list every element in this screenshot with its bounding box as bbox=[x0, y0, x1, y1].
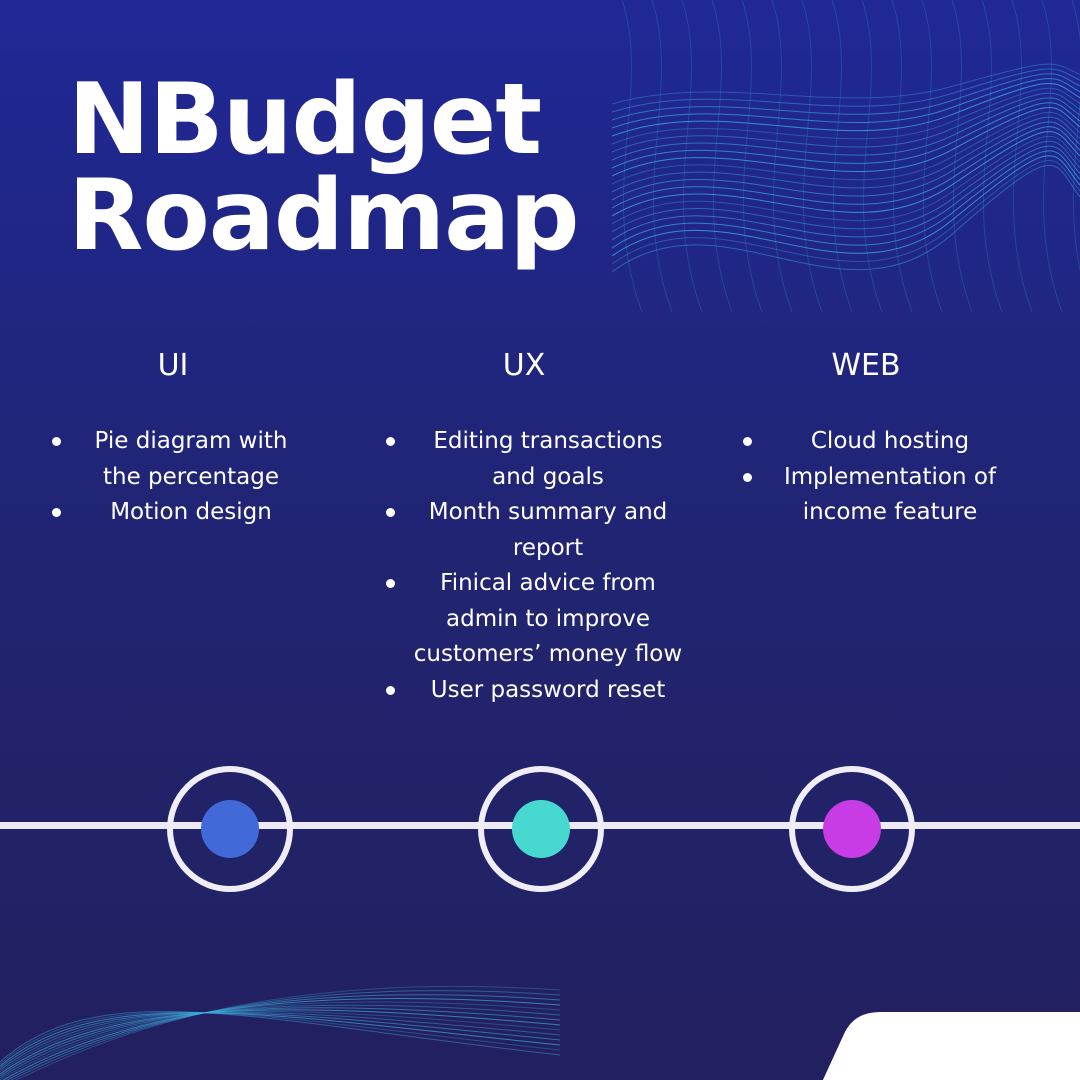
list-item: Implementation of income feature bbox=[743, 460, 1037, 531]
wave-line bbox=[612, 87, 1080, 145]
wave-line bbox=[612, 145, 1080, 241]
wave-line bbox=[861, 0, 883, 312]
wave-line bbox=[10, 990, 560, 1080]
list-item-line: Cloud hosting bbox=[810, 428, 970, 454]
wave-line bbox=[612, 102, 1080, 169]
bullet-icon bbox=[386, 579, 395, 588]
wave-line bbox=[612, 121, 1080, 201]
bullet-icon bbox=[743, 437, 752, 446]
wave-line bbox=[771, 0, 793, 312]
timeline-dot-web bbox=[823, 800, 881, 858]
column-heading-ui: UI bbox=[157, 348, 189, 383]
list-item-line: Editing transactions bbox=[433, 428, 663, 454]
wave-line bbox=[2, 998, 560, 1080]
wave-line bbox=[0, 1011, 560, 1065]
wave-line bbox=[612, 159, 1080, 265]
wave-line bbox=[612, 135, 1080, 225]
list-item: Pie diagram with the percentage bbox=[52, 424, 330, 495]
wave-line bbox=[612, 73, 1080, 121]
wave-line bbox=[801, 0, 823, 312]
wave-line bbox=[612, 140, 1080, 233]
timeline-node-ux bbox=[478, 766, 604, 892]
timeline-dot-ux bbox=[512, 800, 570, 858]
wave-line bbox=[0, 1012, 560, 1067]
list-item-line: User password reset bbox=[430, 676, 666, 703]
wave-line bbox=[0, 1010, 560, 1073]
wave-line bbox=[612, 68, 1080, 113]
list-item-line: Motion design bbox=[110, 499, 272, 525]
list-item: Cloud hosting bbox=[743, 424, 1037, 460]
wave-line bbox=[711, 0, 733, 312]
wave-line bbox=[0, 1011, 560, 1063]
list-item-line: admin to improve bbox=[446, 605, 650, 632]
list-item-line: Finical advice from bbox=[440, 570, 656, 596]
bullet-icon bbox=[743, 472, 752, 482]
wave-pattern-bottom bbox=[0, 985, 560, 1080]
wave-pattern-top bbox=[612, 0, 1080, 312]
list-item-line: income feature bbox=[802, 499, 978, 525]
bullet-icon bbox=[386, 685, 395, 695]
wave-line bbox=[921, 0, 943, 312]
list-item: User password reset bbox=[386, 673, 710, 709]
wave-line bbox=[951, 0, 973, 312]
bullet-icon bbox=[52, 437, 61, 446]
wave-line bbox=[612, 78, 1080, 129]
list-item: Finical advice from admin to improve custo… bbox=[386, 566, 710, 673]
wave-line bbox=[612, 116, 1080, 193]
wave-line bbox=[6, 994, 560, 1080]
title-line-1: NBudget bbox=[68, 63, 542, 177]
wave-line bbox=[681, 0, 703, 312]
wave-line bbox=[612, 63, 1080, 105]
wave-line bbox=[741, 0, 763, 312]
wave-line bbox=[612, 92, 1080, 153]
list-item-line: Implementation of bbox=[783, 463, 997, 490]
wave-line bbox=[1071, 0, 1080, 273]
list-item: Motion design bbox=[52, 495, 330, 531]
timeline-dot-ui bbox=[201, 800, 259, 858]
wave-line bbox=[612, 164, 1080, 273]
wave-line bbox=[1041, 0, 1063, 312]
list-item-line: and goals bbox=[492, 463, 604, 490]
list-item: Editing transactions and goals bbox=[386, 424, 710, 495]
wave-line bbox=[981, 0, 1003, 312]
list-item-line: customers’ money flow bbox=[413, 641, 683, 667]
wave-line bbox=[612, 82, 1080, 137]
title-line-2: Roadmap bbox=[68, 159, 579, 273]
list-item-line: Pie diagram with bbox=[94, 428, 288, 454]
list-item-line: the percentage bbox=[103, 463, 279, 490]
bullet-icon bbox=[386, 508, 395, 517]
list-item-line: report bbox=[512, 534, 584, 561]
column-heading-web: WEB bbox=[831, 348, 901, 383]
page-title: NBudget Roadmap bbox=[68, 63, 579, 273]
wave-line bbox=[891, 0, 913, 312]
list-item-line: Month summary and bbox=[428, 499, 668, 525]
wave-line bbox=[651, 0, 673, 312]
wave-line bbox=[612, 155, 1080, 257]
wave-line bbox=[612, 107, 1080, 177]
wave-line bbox=[1011, 0, 1033, 312]
timeline-node-web bbox=[789, 766, 915, 892]
list-item: Month summary and report bbox=[386, 495, 710, 566]
bullet-icon bbox=[52, 508, 61, 517]
wave-line bbox=[612, 126, 1080, 209]
wave-line bbox=[612, 150, 1080, 249]
wave-line bbox=[621, 0, 643, 312]
wave-line bbox=[831, 0, 853, 312]
timeline-node-ui bbox=[167, 766, 293, 892]
wave-line bbox=[612, 131, 1080, 217]
wave-line bbox=[612, 111, 1080, 185]
wave-line bbox=[612, 97, 1080, 161]
corner-card bbox=[822, 1012, 1080, 1080]
column-heading-ux: UX bbox=[502, 348, 546, 383]
bullet-icon bbox=[386, 437, 395, 446]
